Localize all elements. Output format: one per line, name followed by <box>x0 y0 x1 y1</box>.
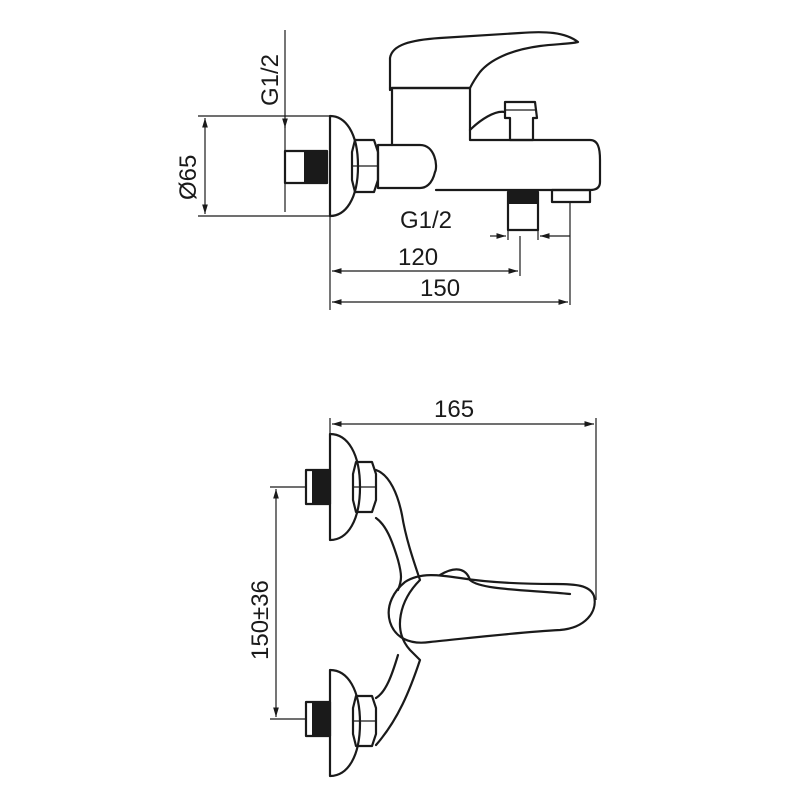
lever-handle-top <box>387 574 596 644</box>
lower-flange-top <box>328 668 362 778</box>
top-view: 165 150±36 <box>247 396 597 778</box>
outlet-thread-hatch <box>508 192 538 204</box>
cartridge-housing-side <box>388 31 580 92</box>
dim-label-outlet-thread: G1/2 <box>400 207 452 234</box>
spout-tip-side <box>550 188 592 204</box>
mixer-body-top <box>374 468 422 747</box>
upper-hex-nut-top <box>351 460 378 514</box>
dim-label-flange-diameter: Ø65 <box>175 155 202 200</box>
connector-arm-side <box>376 143 438 190</box>
lower-hex-nut-top <box>351 694 378 748</box>
dim-label-inlet-thread: G1/2 <box>257 54 284 106</box>
dim-label-total-width: 165 <box>434 396 474 423</box>
diverter-knob-side <box>503 100 539 142</box>
dim-label-outlet-distance: 120 <box>398 244 438 271</box>
inlet-thread-hatch <box>304 151 327 183</box>
dim-label-center-distance: 150±36 <box>247 580 274 660</box>
side-view: G1/2 Ø65 G1/2 120 150 <box>175 30 602 310</box>
mixer-body-side <box>390 86 602 192</box>
hex-nut-side <box>350 138 380 194</box>
dim-label-total-depth: 150 <box>420 275 460 302</box>
